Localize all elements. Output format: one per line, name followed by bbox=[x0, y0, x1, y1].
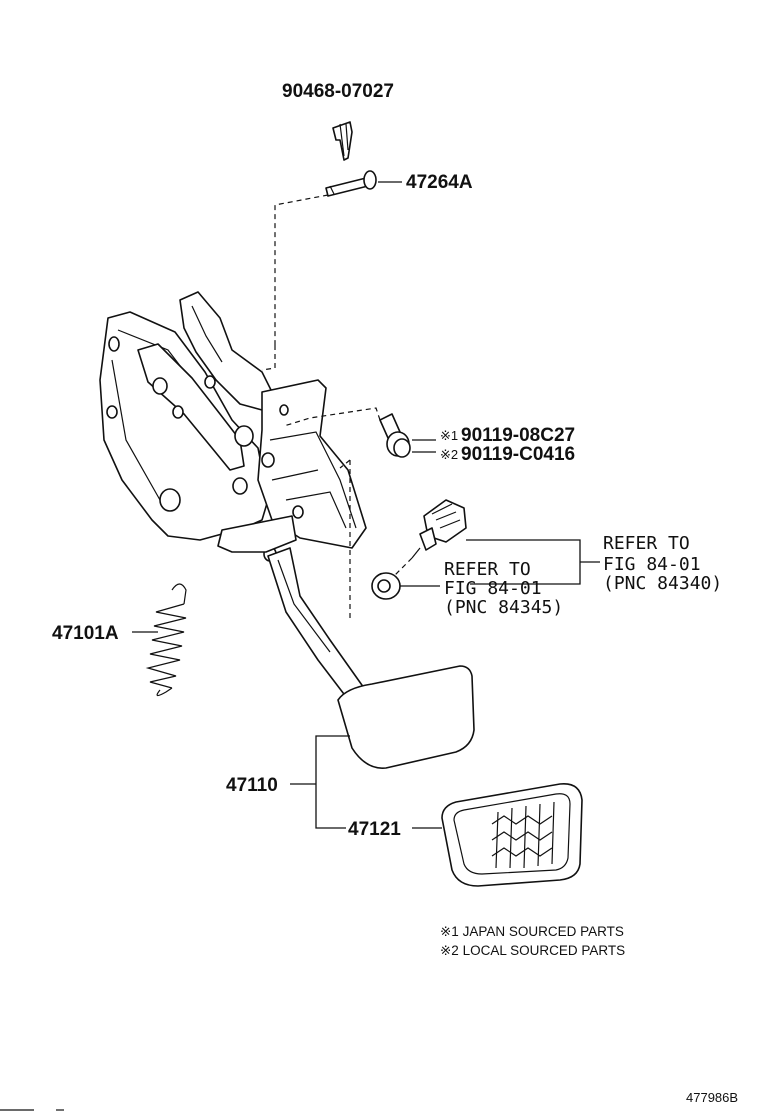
bolt-mark-1: ※1 bbox=[440, 428, 458, 443]
nut-reference-line2: FIG 84-01 bbox=[444, 578, 542, 599]
clip-part-number: 90468-07027 bbox=[282, 81, 394, 102]
stop-lamp-switch-illustration bbox=[411, 499, 467, 559]
pin-dashed-guide bbox=[274, 194, 329, 345]
bolt-mark-2: ※2 bbox=[440, 447, 458, 462]
nut-reference-line3: (PNC 84345) bbox=[444, 597, 563, 618]
note-japan-sourced: ※1 JAPAN SOURCED PARTS bbox=[440, 924, 624, 939]
pin-illustration bbox=[325, 170, 377, 197]
bolt-illustration bbox=[379, 413, 411, 458]
bolt-part-number-2: 90119-C0416 bbox=[461, 444, 575, 465]
switch-reference-line2: FIG 84-01 bbox=[603, 554, 701, 575]
figure-code: 477986B bbox=[686, 1090, 738, 1105]
switch-reference-line1: REFER TO bbox=[603, 533, 690, 554]
nut-illustration bbox=[371, 572, 401, 600]
note-local-sourced: ※2 LOCAL SOURCED PARTS bbox=[440, 943, 625, 958]
pedal-bracket-illustration bbox=[99, 291, 367, 562]
spring-part-number: 47101A bbox=[52, 623, 119, 644]
pedal-part-number: 47110 bbox=[226, 775, 278, 796]
pad-part-number: 47121 bbox=[348, 819, 401, 840]
pin-part-number: 47264A bbox=[406, 172, 473, 193]
nut-reference-line1: REFER TO bbox=[444, 559, 531, 580]
switch-reference-line3: (PNC 84340) bbox=[603, 573, 722, 594]
return-spring-illustration bbox=[145, 583, 187, 697]
bolt-part-number-1: 90119-08C27 bbox=[461, 425, 575, 446]
bolt-dashed-guide bbox=[283, 407, 381, 427]
clip-illustration bbox=[332, 121, 353, 161]
pedal-pad-illustration bbox=[441, 783, 583, 887]
pedal-bracket-leader bbox=[315, 735, 350, 829]
pedal-pad-base-illustration bbox=[337, 665, 475, 769]
